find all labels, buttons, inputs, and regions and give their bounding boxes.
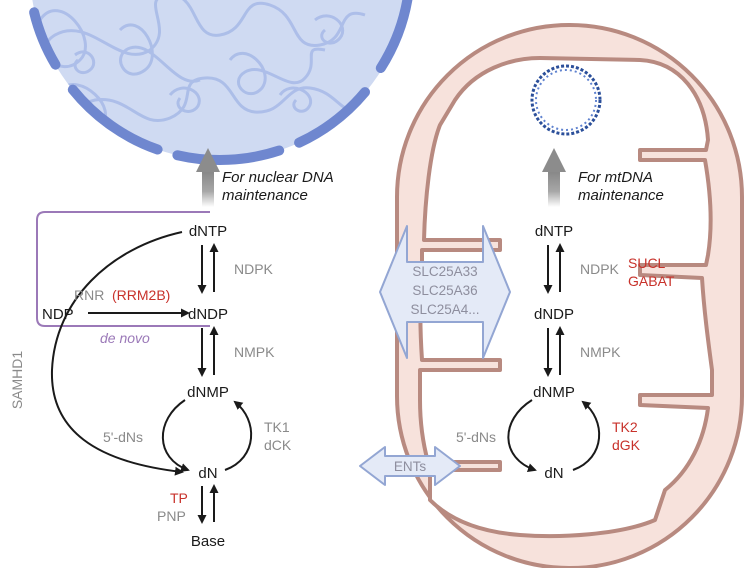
cytosol-arrows [50, 231, 253, 524]
mito-arrows [507, 243, 601, 472]
mtdna-icon [530, 64, 602, 136]
tk2-label: TK2 [612, 419, 638, 435]
mito-dn: dN [544, 465, 563, 482]
ents-label: ENTs [394, 459, 427, 474]
tk1-label: TK1 [264, 419, 290, 435]
gabat-label: GABAT [628, 273, 675, 289]
mtdna-maintenance-label-2: maintenance [578, 187, 664, 204]
mito-dntp: dNTP [535, 223, 573, 240]
mito-ndpk: NDPK [580, 261, 620, 277]
slc25a33-label: SLC25A33 [412, 264, 477, 279]
slc25a36-label: SLC25A36 [412, 283, 477, 298]
de-novo-label: de novo [100, 330, 150, 346]
slc25a4-label: SLC25A4... [410, 302, 479, 317]
mito-supply-arrow [542, 148, 566, 207]
slc25-transporter [379, 225, 511, 359]
rrm2b-label: (RRM2B) [112, 287, 170, 303]
nuclear-supply-arrow [196, 148, 220, 207]
samhd1-label: SAMHD1 [9, 351, 25, 410]
cyto-base: Base [191, 533, 225, 550]
sucl-label: SUCL [628, 255, 666, 271]
nuclear-maintenance-label-2: maintenance [222, 187, 308, 204]
pnp-label: PNP [157, 508, 186, 524]
mtdna-maintenance-label-1: For mtDNA [578, 169, 653, 186]
cyto-5-dns: 5'-dNs [103, 429, 143, 445]
nuclear-envelope [29, 0, 413, 165]
cyto-dn: dN [198, 465, 217, 482]
mito-dnmp: dNMP [533, 384, 575, 401]
mito-5-dns: 5'-dNs [456, 429, 496, 445]
cyto-dndp: dNDP [188, 306, 228, 323]
de-novo-box [36, 211, 210, 327]
cyto-dnmp: dNMP [187, 384, 229, 401]
cyto-dntp: dNTP [189, 223, 227, 240]
mito-dndp: dNDP [534, 306, 574, 323]
dgk-label: dGK [612, 437, 641, 453]
ents-transporter [359, 446, 461, 486]
nucleus [29, 0, 413, 165]
mito-nmpk: NMPK [580, 344, 621, 360]
mito-matrix [418, 56, 714, 539]
cyto-ndpk: NDPK [234, 261, 274, 277]
tp-label: TP [170, 490, 188, 506]
mitochondrion [395, 23, 744, 568]
cyto-ndp: NDP [42, 306, 74, 323]
rnr-label: RNR [74, 287, 104, 303]
dck-label: dCK [264, 437, 292, 453]
cyto-nmpk: NMPK [234, 344, 275, 360]
nuclear-maintenance-label-1: For nuclear DNA [222, 169, 334, 186]
